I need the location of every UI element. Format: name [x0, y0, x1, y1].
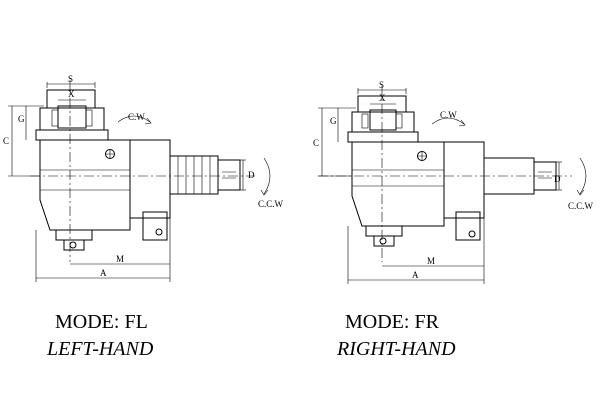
right-hand-view: S X C G D C.W C.C.W	[313, 80, 594, 284]
left-dim-m: M	[70, 218, 171, 268]
right-label-a: A	[412, 270, 419, 280]
right-dim-d: D	[554, 161, 562, 191]
right-cw-arrow: C.W	[431, 110, 466, 127]
left-label-a: A	[100, 268, 107, 278]
right-label-m: M	[427, 256, 435, 266]
right-dim-s: S	[357, 80, 407, 94]
left-label-cw: C.W	[128, 112, 145, 122]
right-label-cw: C.W	[440, 110, 457, 120]
left-dim-x: X	[58, 89, 86, 101]
right-label-ccw: C.C.W	[568, 201, 594, 211]
left-ccw-arrow: C.C.W	[258, 157, 284, 209]
left-output-spindle	[169, 155, 241, 195]
right-dim-c: C	[313, 107, 356, 177]
left-label-m: M	[116, 254, 124, 264]
left-dim-s: S	[46, 74, 96, 88]
left-label-g: G	[18, 114, 25, 124]
right-label-c: C	[313, 138, 319, 148]
right-label-s: S	[379, 80, 384, 90]
right-dim-a: A	[347, 226, 484, 284]
left-hand-caption: LEFT-HAND	[47, 338, 154, 360]
left-label-ccw: C.C.W	[258, 199, 284, 209]
right-label-x: X	[379, 93, 386, 103]
right-ccw-arrow: C.C.W	[568, 157, 594, 211]
left-dim-a: A	[35, 230, 171, 282]
left-cw-arrow: C.W	[117, 112, 152, 125]
left-mode-caption: MODE: FL	[55, 311, 148, 333]
left-dim-d: D	[240, 159, 255, 191]
right-mode-caption: MODE: FR	[345, 311, 439, 333]
left-main-body	[39, 139, 171, 251]
left-dim-g: G	[18, 106, 27, 140]
left-label-x: X	[68, 89, 75, 99]
left-label-c: C	[3, 136, 9, 146]
right-hand-caption: RIGHT-HAND	[337, 338, 456, 360]
left-label-s: S	[68, 74, 73, 84]
left-hand-view: S X C G D C.W	[3, 74, 284, 282]
left-label-d: D	[248, 170, 255, 180]
right-main-body	[351, 141, 485, 247]
right-dim-m: M	[382, 218, 485, 284]
right-dim-g: G	[330, 108, 339, 142]
right-label-g: G	[330, 116, 337, 126]
right-label-d: D	[554, 174, 561, 184]
right-dim-x: X	[370, 93, 396, 105]
